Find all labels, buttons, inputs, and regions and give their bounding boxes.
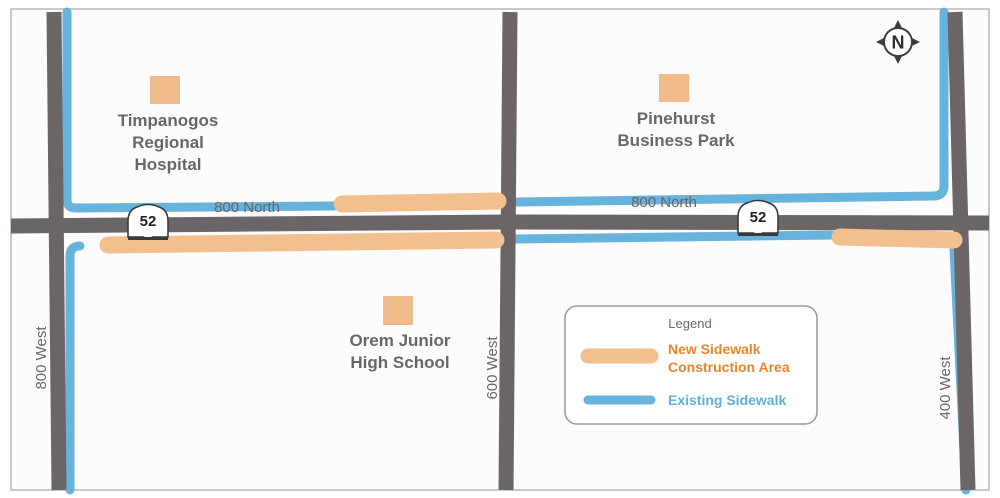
street-label-800-north-west: 800 North — [214, 199, 280, 216]
business-park-label-line2: Business Park — [617, 131, 735, 150]
street-label-800-west: 800 West — [33, 326, 50, 390]
existing-sidewalk-800n-south — [511, 230, 837, 244]
road-800-west — [46, 11, 67, 491]
utah-state-route-shield-icon: 52 — [737, 199, 779, 236]
utah-state-route-shield-icon: 52 — [127, 203, 169, 240]
business-park-label-line1: Pinehurst — [637, 109, 716, 128]
hospital-marker — [150, 76, 180, 104]
new-sidewalk-north-segment — [333, 192, 507, 213]
existing-sidewalk-800n-east — [513, 7, 949, 207]
school-label-line1: Orem Junior — [349, 331, 450, 350]
route-shield-number: 52 — [140, 213, 157, 230]
compass-north-letter: N — [892, 33, 905, 53]
existing-sidewalk-800w-south — [65, 241, 85, 495]
new-sidewalks — [99, 192, 963, 254]
road-600-west — [498, 11, 518, 491]
legend-title: Legend — [668, 316, 711, 331]
road-400-west — [947, 11, 976, 491]
legend-existing-sidewalk-label: Existing Sidewalk — [668, 392, 786, 408]
poi-markers — [150, 74, 689, 325]
compass-rose-icon: N — [876, 20, 920, 64]
business-park-marker — [659, 74, 689, 102]
legend-new-sidewalk-label-line1: New Sidewalk — [668, 341, 761, 357]
school-label-line2: High School — [350, 353, 449, 372]
new-sidewalk-south-segment — [99, 231, 505, 254]
hospital-label-line2: Regional — [132, 133, 204, 152]
hospital-label-line3: Hospital — [134, 155, 201, 174]
school-marker — [383, 296, 413, 325]
roads — [10, 11, 990, 491]
legend-new-sidewalk-label-line2: Construction Area — [668, 359, 790, 375]
street-label-800-north-east: 800 North — [631, 194, 697, 211]
new-sidewalk-east-segment — [831, 228, 963, 249]
hospital-label-line1: Timpanogos — [118, 111, 219, 130]
street-label-400-west: 400 West — [937, 356, 954, 420]
existing-sidewalk-800w-north — [62, 7, 339, 213]
legend-box — [564, 305, 818, 425]
street-label-600-west: 600 West — [484, 336, 501, 400]
route-shield-number: 52 — [750, 209, 767, 226]
legend: Legend New Sidewalk Construction Area Ex… — [564, 305, 818, 425]
